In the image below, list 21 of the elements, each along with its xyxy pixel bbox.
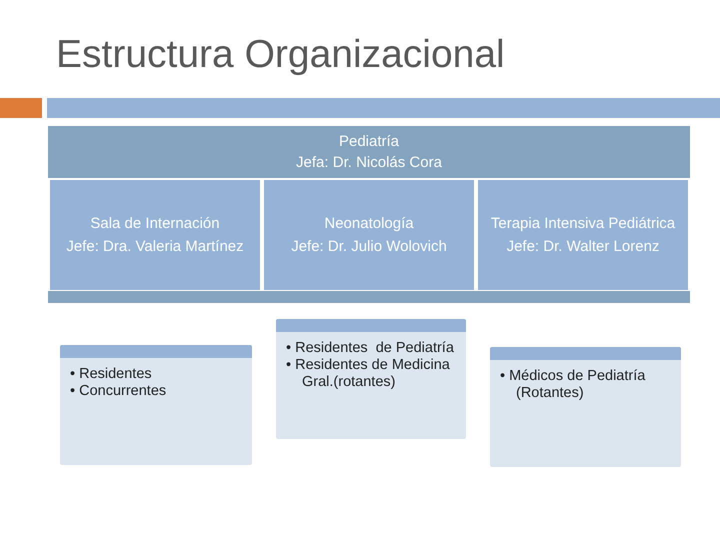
unit-name: Neonatología xyxy=(324,215,414,232)
chief-name: Jefa: Dr. Nicolás Cora xyxy=(296,154,442,171)
list-item: • Médicos de Pediatría (Rotantes) xyxy=(500,368,646,402)
unit-box xyxy=(264,180,474,290)
list-item: • Residentes de Pediatría xyxy=(286,340,455,357)
unit-name: Terapia Intensiva Pediátrica xyxy=(490,215,676,232)
slide-title: Estructura Organizacional xyxy=(56,33,505,77)
staff-card xyxy=(276,319,466,439)
unit-box xyxy=(478,180,688,290)
unit-box xyxy=(50,180,260,290)
unit-name: Sala de Internación xyxy=(90,215,220,232)
list-item: • Concurrentes xyxy=(70,383,168,400)
list-item: • Residentes xyxy=(70,366,153,383)
chief-name: Jefe: Dra. Valeria Martínez xyxy=(66,238,244,255)
list-item: • Residentes de Medicina Gral.(rotantes) xyxy=(286,357,451,391)
department-box xyxy=(48,126,690,178)
chief-name: Jefe: Dr. Julio Wolovich xyxy=(291,238,447,255)
unit-name: Pediatría xyxy=(338,133,400,150)
chief-name: Jefe: Dr. Walter Lorenz xyxy=(506,238,660,255)
staff-card xyxy=(60,345,252,465)
staff-card xyxy=(490,347,681,467)
